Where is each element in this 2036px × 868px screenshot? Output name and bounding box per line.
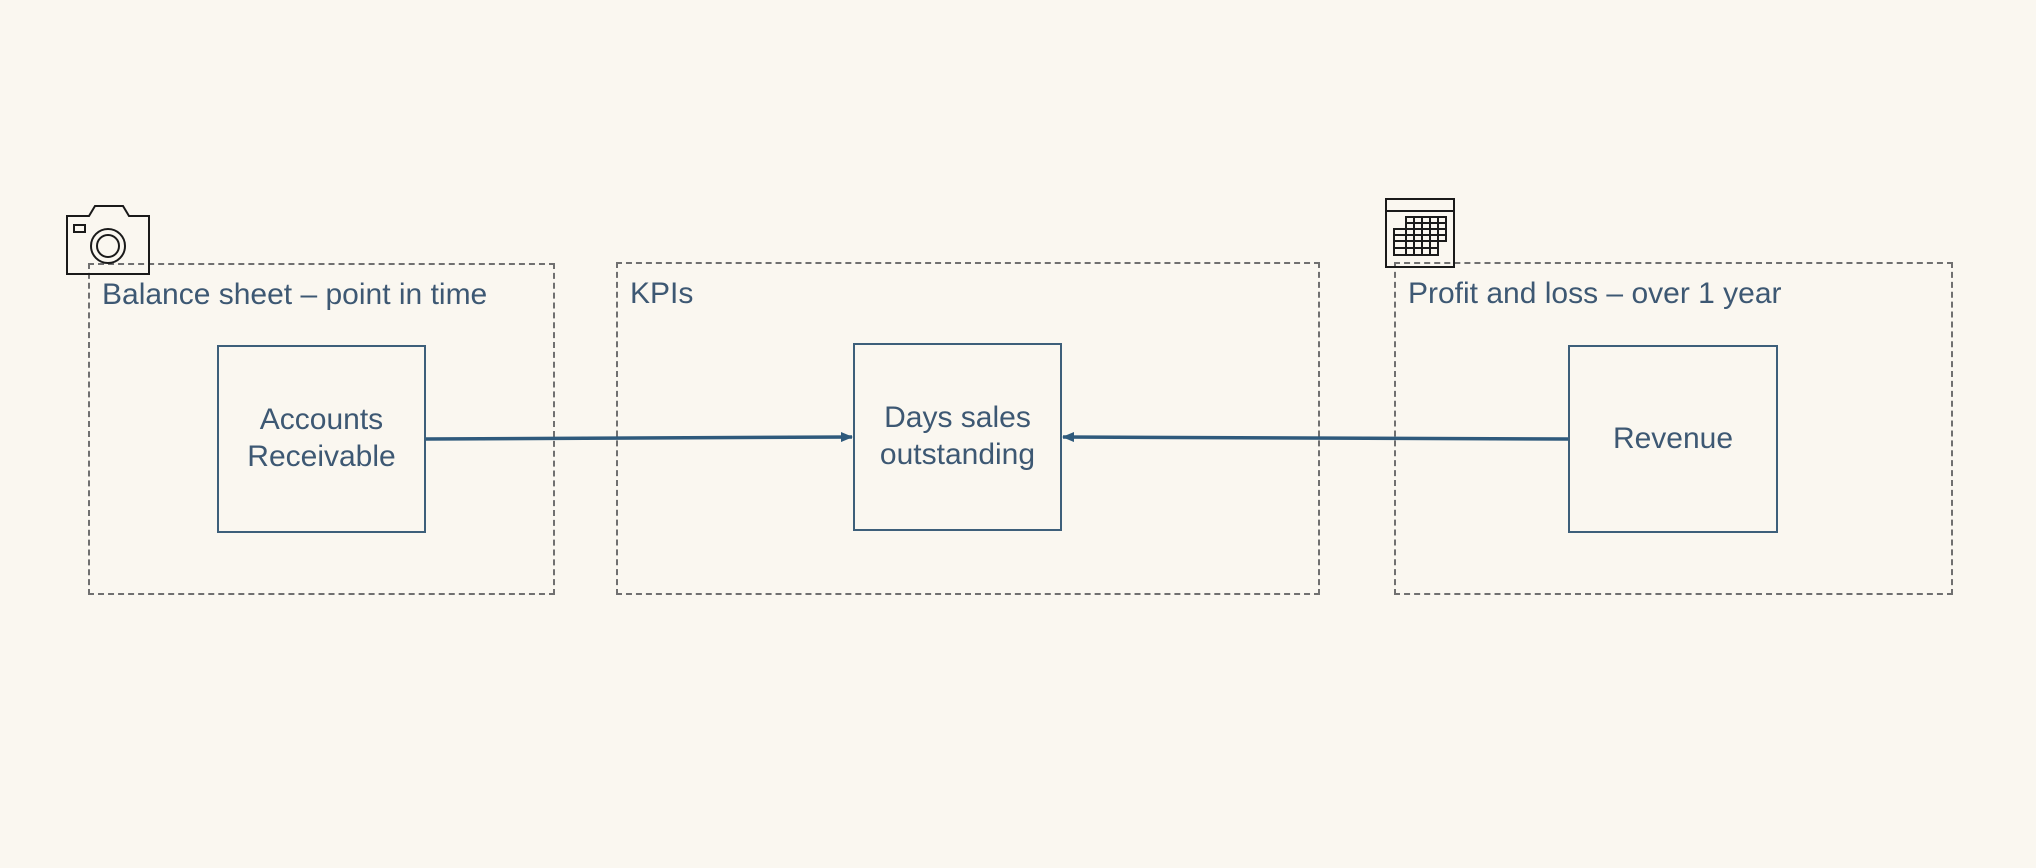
profit-and-loss-title: Profit and loss – over 1 year [1408,277,1782,310]
profit-and-loss-group: Profit and loss – over 1 year [1394,262,1953,595]
revenue-label: Revenue [1612,421,1734,455]
accounts-receivable-node: Accounts Receivable [217,345,426,533]
balance-sheet-title: Balance sheet – point in time [102,278,488,311]
days-sales-outstanding-node: Days sales outstanding [853,343,1062,531]
kpis-title: KPIs [630,277,694,310]
calendar-icon [1385,198,1455,268]
kpis-group: KPIs [616,262,1320,595]
revenue-node: Revenue [1568,345,1778,533]
days-sales-outstanding-label: Days sales outstanding [879,401,1036,471]
edge-accounts-receivable-to-dso [425,432,853,443]
balance-sheet-group: Balance sheet – point in time [88,263,555,595]
edge-revenue-to-dso [1062,432,1569,443]
accounts-receivable-label: Accounts Receivable [247,403,396,473]
camera-icon [66,205,150,275]
